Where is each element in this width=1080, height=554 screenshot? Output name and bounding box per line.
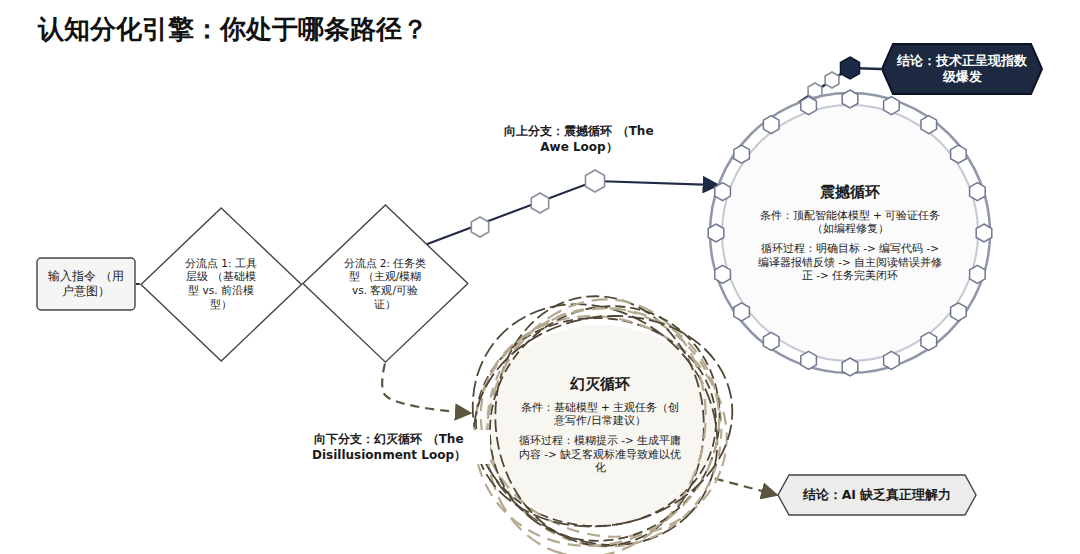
node-heading: 震撼循环 <box>755 183 945 203</box>
hex-bead <box>951 303 967 321</box>
hex-bead <box>586 170 605 192</box>
tangled-dashed-loop <box>448 281 759 554</box>
hex-bead <box>951 145 967 163</box>
tangled-dashed-loop <box>429 262 765 554</box>
hex-bead <box>763 332 779 350</box>
hex-bead <box>825 72 839 88</box>
hex-bead <box>921 332 937 350</box>
decision-diamond: 分流点 1: 工具层级 （基础模型 vs. 前沿模型） <box>140 207 302 362</box>
hex-bead <box>884 97 900 115</box>
node-heading: 幻灭循环 <box>518 375 683 395</box>
hex-bead <box>715 265 731 283</box>
text-block: 分流点 2: 任务类型 （主观/模糊 vs. 客观/可验证） <box>343 257 427 312</box>
node-text: 分流点 2: 任务类型 （主观/模糊 vs. 客观/可验证） <box>343 257 427 312</box>
hex-bead <box>976 224 992 242</box>
hex-bead <box>921 116 937 134</box>
edge-label: 向上分支：震撼循环 （The Awe Loop） <box>498 122 660 156</box>
node-text: 条件：顶配智能体模型 + 可验证任务（如编程修复） <box>755 209 945 236</box>
outer-ring <box>710 93 990 373</box>
hex-bead <box>471 217 488 237</box>
text-block: 输入指令 （用户意图） <box>43 269 129 299</box>
inner-ring <box>722 105 978 361</box>
hex-bead <box>970 265 986 283</box>
node-text: 条件：基础模型 + 主观任务（创意写作/日常建议） <box>518 401 683 428</box>
dashed-connector <box>715 479 777 495</box>
text-block: 结论：AI 缺乏真正理解力 <box>792 487 962 503</box>
hex-bead <box>734 303 750 321</box>
hex-bead <box>970 183 986 201</box>
box-outline <box>37 258 135 310</box>
tangled-dashed-loop <box>447 268 763 554</box>
hex-bead <box>801 351 817 369</box>
diamond-outline <box>141 208 301 361</box>
awe-loop-ring: 震撼循环条件：顶配智能体模型 + 可验证任务（如编程修复） 循环过程：明确目标 -… <box>705 88 995 378</box>
tangled-dashed-loop <box>476 318 716 526</box>
hex-bead <box>801 97 817 115</box>
decision-diamond: 分流点 2: 任务类型 （主观/模糊 vs. 客观/可验证） <box>302 204 469 363</box>
node-text: 分流点 1: 工具层级 （基础模型 vs. 前沿模型） <box>181 257 261 312</box>
banner-outline <box>882 44 1042 94</box>
tangled-dashed-loop <box>423 254 766 554</box>
hex-bead <box>531 193 548 213</box>
hex-bead <box>715 183 731 201</box>
disillusion-loop: 幻灭循环条件：基础模型 + 主观任务（创意写作/日常建议） 循环过程：模糊提示 -… <box>465 300 735 550</box>
node-heading: 结论：AI 缺乏真正理解力 <box>792 487 962 503</box>
text-block: 分流点 1: 工具层级 （基础模型 vs. 前沿模型） <box>181 257 261 312</box>
node-heading: 结论：技术正呈现指数级爆发 <box>897 53 1027 86</box>
node-text: 输入指令 （用户意图） <box>43 269 129 299</box>
dashed-connector <box>382 364 471 414</box>
text-block: 结论：技术正呈现指数级爆发 <box>897 53 1027 86</box>
hex-bead <box>763 116 779 134</box>
hex-bead <box>884 351 900 369</box>
conclusion-banner: 结论：AI 缺乏真正理解力 <box>777 474 977 516</box>
connector <box>136 283 140 285</box>
connector <box>427 181 719 244</box>
input-box: 输入指令 （用户意图） <box>36 257 136 311</box>
hex-bead <box>842 358 858 376</box>
diamond-outline <box>303 205 468 362</box>
banner-outline <box>778 475 976 515</box>
node-text: 循环过程：明确目标 -> 编写代码 -> 编译器报错反馈 -> 自主阅读错误并修… <box>755 242 945 283</box>
hex-bead <box>734 145 750 163</box>
tangled-dashed-loop <box>483 286 716 554</box>
hex-bead <box>842 90 858 108</box>
conclusion-banner: 结论：技术正呈现指数级爆发 <box>881 43 1043 95</box>
node-text: 循环过程：模糊提示 -> 生成平庸内容 -> 缺乏客观标准导致难以优化 <box>518 434 683 475</box>
text-block: 幻灭循环条件：基础模型 + 主观任务（创意写作/日常建议） 循环过程：模糊提示 -… <box>518 375 683 475</box>
text-block: 震撼循环条件：顶配智能体模型 + 可验证任务（如编程修复） 循环过程：明确目标 -… <box>755 183 945 283</box>
dark-hex-node <box>841 57 860 79</box>
diagram-title: 认知分化引擎：你处于哪条路径？ <box>38 12 428 47</box>
tangled-dashed-loop <box>455 292 753 550</box>
edge-label: 向下分支：幻灭循环 （The Disillusionment Loop） <box>288 430 490 464</box>
hex-bead <box>708 224 724 242</box>
